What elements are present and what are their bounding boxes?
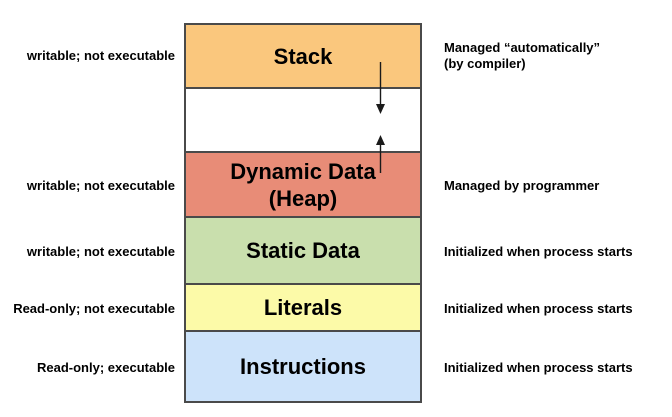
management-note-static-data: Initialized when process starts — [444, 243, 633, 259]
memory-section-row-free-space — [0, 89, 672, 153]
memory-section-literals: Literals — [184, 285, 422, 332]
memory-section-static-data: Static Data — [184, 218, 422, 285]
permission-note-static-data: writable; not executable — [26, 243, 175, 259]
permission-note-instructions: Read-only; executable — [37, 359, 175, 375]
management-note-stack: Managed “automatically” (by compiler) — [444, 40, 601, 71]
permission-note-literals: Read-only; not executable — [13, 300, 175, 316]
management-note-instructions: Initialized when process starts — [444, 359, 633, 375]
memory-section-row-static-data: writable; not executable Static Data Ini… — [0, 218, 672, 285]
permission-note-dynamic-data: writable; not executable — [26, 177, 175, 193]
memory-section-stack: Stack — [184, 23, 422, 89]
permission-note-stack: writable; not executable — [26, 48, 175, 63]
memory-section-dynamic-data: Dynamic Data (Heap) — [184, 153, 422, 218]
memory-section-row-stack: writable; not executable Stack Managed “… — [0, 23, 672, 89]
management-note-dynamic-data: Managed by programmer — [444, 177, 600, 193]
memory-section-row-instructions: Read-only; executable Instructions Initi… — [0, 332, 672, 403]
memory-section-row-literals: Read-only; not executable Literals Initi… — [0, 285, 672, 332]
memory-section-free-space — [184, 89, 422, 153]
management-note-literals: Initialized when process starts — [444, 300, 633, 316]
memory-section-instructions: Instructions — [184, 332, 422, 403]
memory-section-row-dynamic-data: writable; not executable Dynamic Data (H… — [0, 153, 672, 218]
